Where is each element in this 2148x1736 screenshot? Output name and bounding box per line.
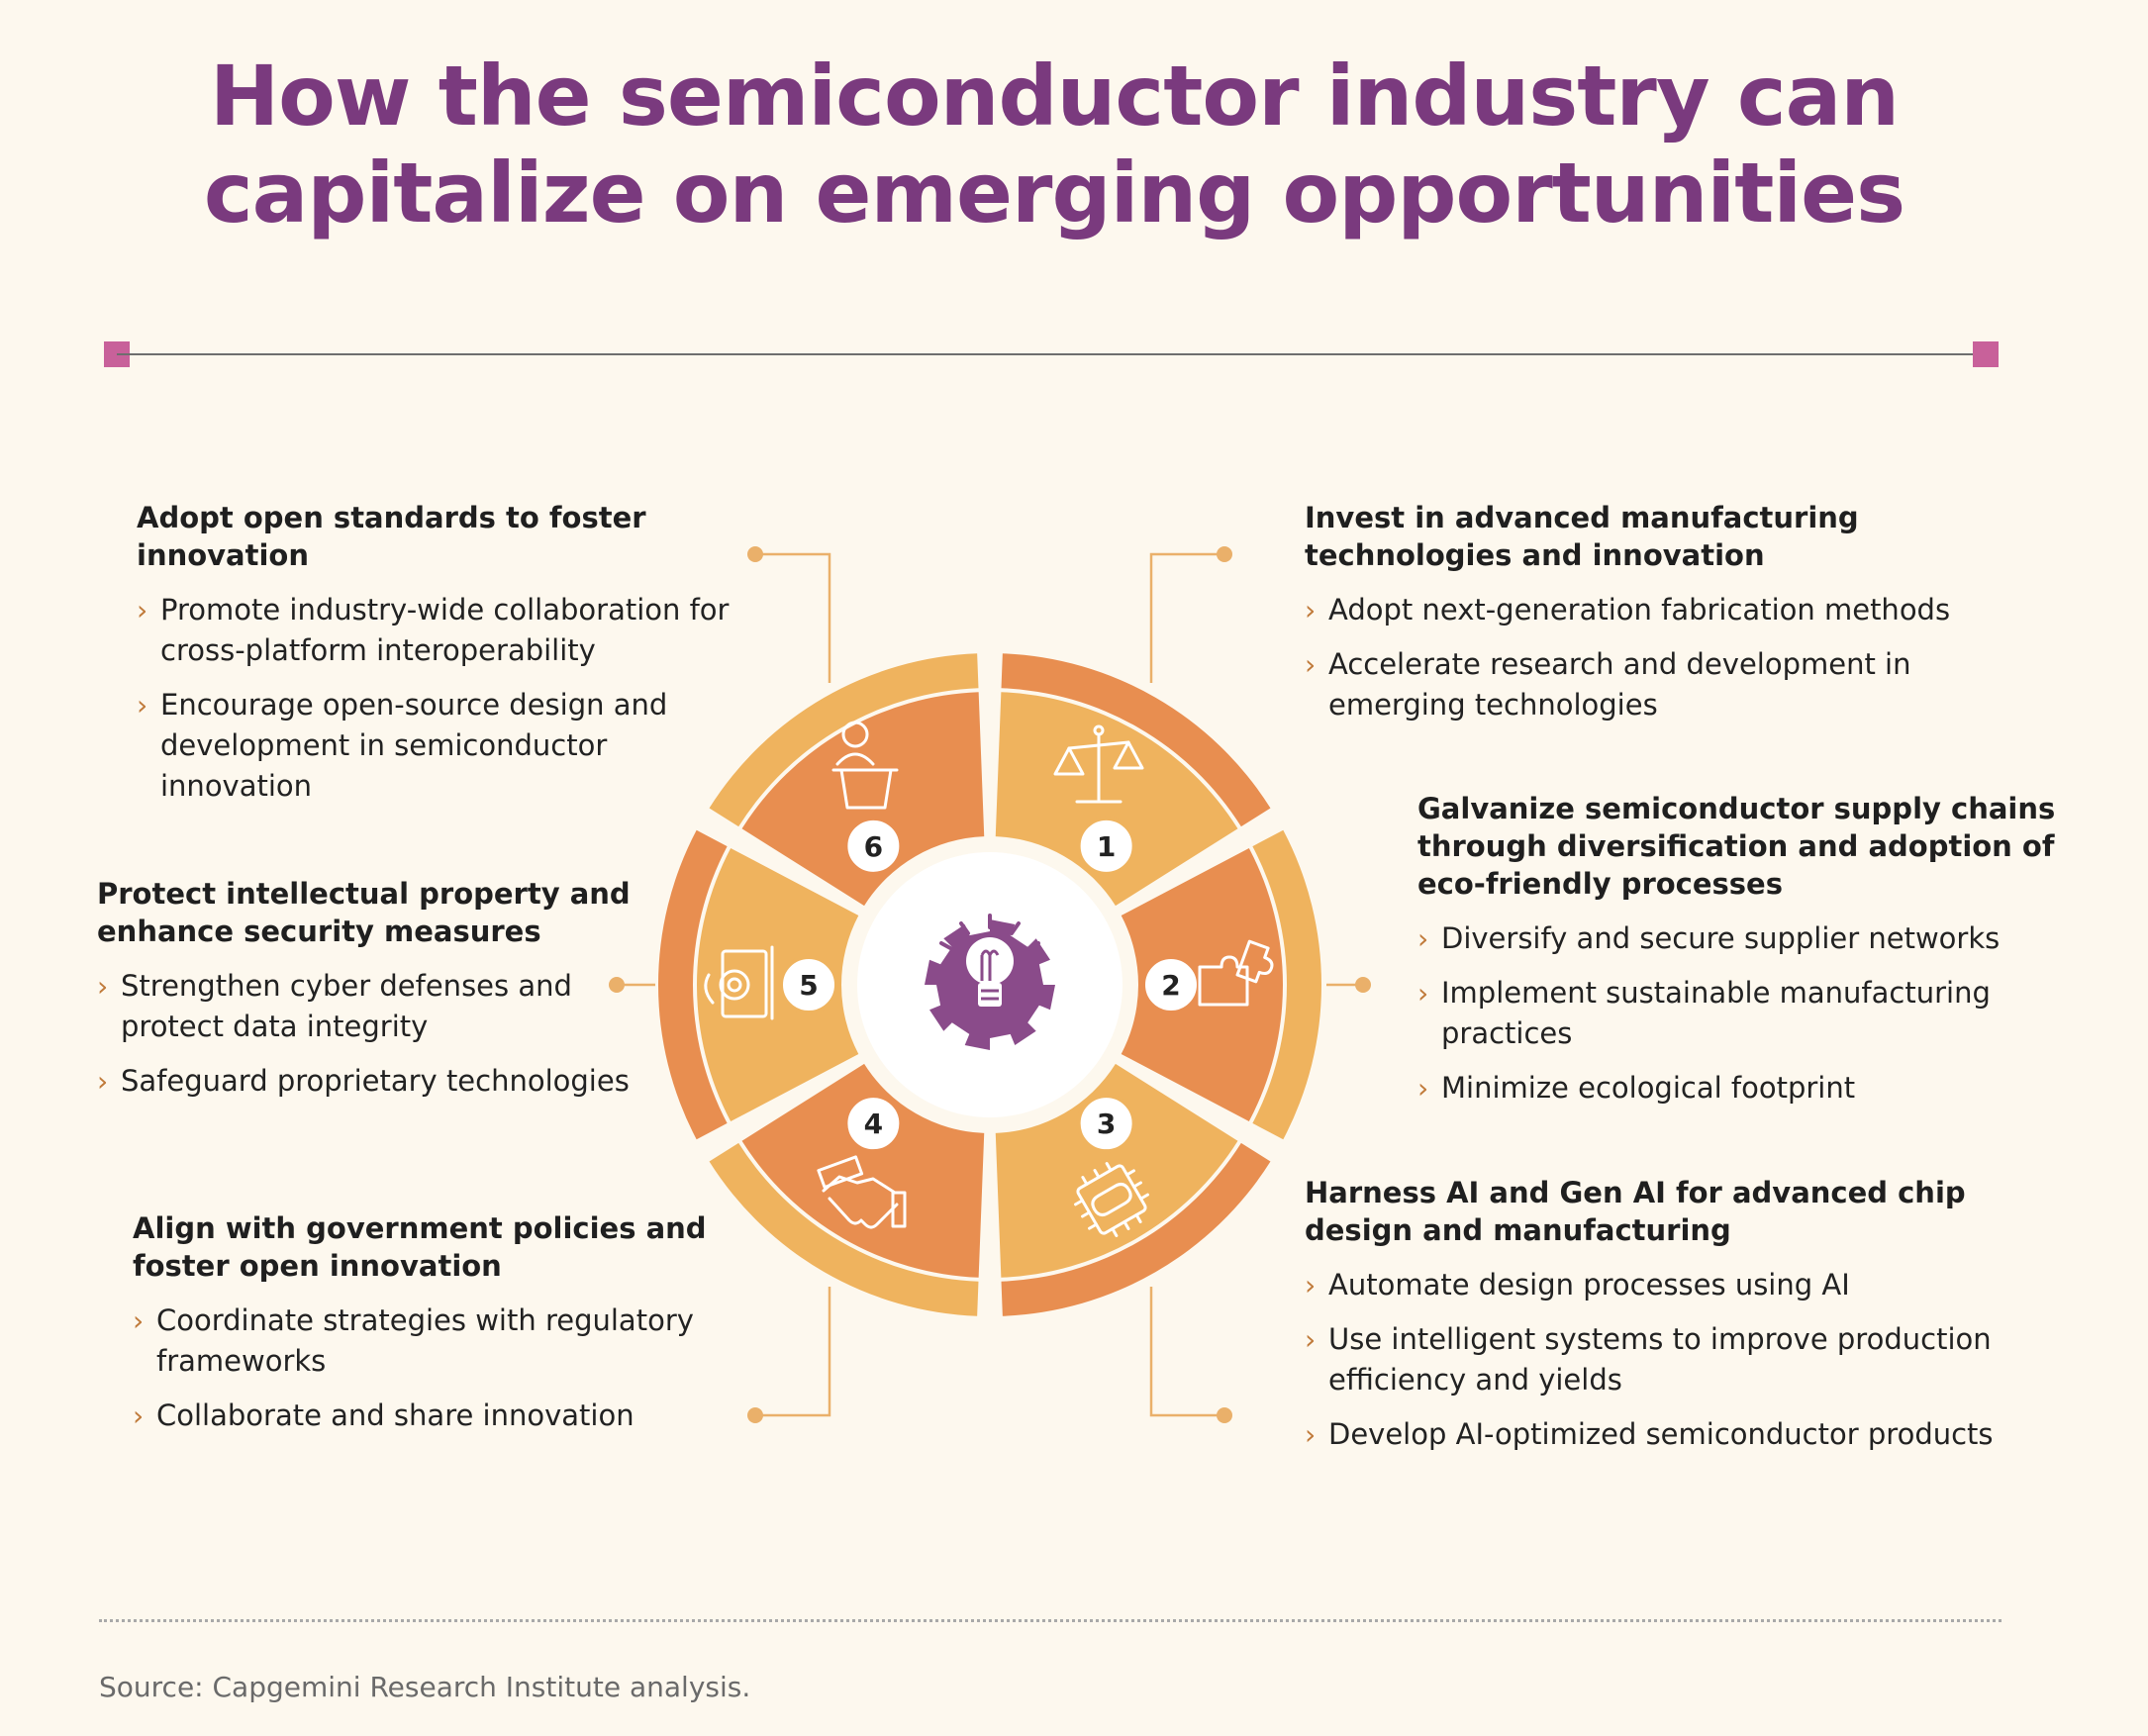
outer-segment-6 [709, 653, 979, 827]
block-4-title: Align with government policies and foste… [133, 1211, 707, 1283]
title-line-1: How the semiconductor industry can [209, 48, 1900, 145]
block-6-title: Adopt open standards to foster innovatio… [137, 501, 646, 572]
list-item: ›Automate design processes using AI [1305, 1265, 2067, 1305]
inner-segment-3 [995, 1063, 1238, 1278]
badge-circle-1 [1076, 816, 1136, 876]
connector-dot-1 [1217, 546, 1232, 562]
list-item: ›Collaborate and share innovation [133, 1396, 727, 1436]
list-item: ›Strengthen cyber defenses and protect d… [97, 966, 651, 1047]
puzzle-icon [1198, 939, 1274, 1007]
badge-number-1: 1 [1097, 830, 1116, 863]
block-6: Adopt open standards to foster innovatio… [137, 499, 750, 820]
chevron-right-icon: › [1417, 1072, 1429, 1105]
block-5-list: ›Strengthen cyber defenses and protect d… [97, 966, 651, 1102]
connector-dot-5 [609, 977, 625, 993]
handshake-icon [817, 1155, 907, 1229]
speaker-podium-icon [831, 721, 899, 810]
connector-3 [1149, 1287, 1224, 1417]
connector-dot-4 [747, 1407, 763, 1423]
rule-right-square [1973, 341, 1999, 367]
block-3-title: Harness AI and Gen AI for advanced chip … [1305, 1176, 1966, 1247]
badge-number-3: 3 [1097, 1108, 1116, 1140]
chevron-right-icon: › [97, 970, 109, 1003]
block-1: Invest in advanced manufacturing technol… [1305, 499, 2057, 739]
list-item: ›Use intelligent systems to improve prod… [1305, 1319, 2067, 1400]
block-3: Harness AI and Gen AI for advanced chip … [1305, 1174, 2067, 1469]
chevron-right-icon: › [133, 1399, 145, 1432]
badge-number-4: 4 [864, 1108, 883, 1140]
badge-number-5: 5 [799, 969, 818, 1002]
block-4-list: ›Coordinate strategies with regulatory f… [133, 1301, 727, 1436]
block-2-list: ›Diversify and secure supplier networks … [1417, 918, 2110, 1109]
source-note: Source: Capgemini Research Institute ana… [99, 1671, 751, 1703]
chevron-right-icon: › [1305, 1269, 1317, 1302]
list-item: ›Develop AI-optimized semiconductor prod… [1305, 1414, 2067, 1455]
list-item: ›Diversify and secure supplier networks [1417, 918, 2110, 959]
chevron-right-icon: › [137, 689, 148, 722]
badge-circle-5 [779, 955, 838, 1014]
chevron-right-icon: › [1417, 977, 1429, 1010]
list-item: ›Safeguard proprietary technologies [97, 1061, 651, 1102]
badge-circle-4 [843, 1094, 904, 1154]
outer-segment-1 [1001, 653, 1271, 827]
outer-segment-5 [658, 829, 728, 1140]
footer-divider [99, 1619, 2002, 1622]
outer-ring [658, 653, 1321, 1316]
block-5: Protect intellectual property and enhanc… [97, 875, 651, 1115]
list-item: ›Adopt next-generation fabrication metho… [1305, 590, 2057, 630]
connector-dot-6 [747, 546, 763, 562]
document-gear-icon [704, 945, 774, 1020]
block-2-title: Galvanize semiconductor supply chains th… [1417, 792, 2056, 901]
badge-number-2: 2 [1161, 969, 1180, 1002]
list-item: ›Coordinate strategies with regulatory f… [133, 1301, 727, 1382]
connector-4 [755, 1287, 831, 1417]
inner-segment-1 [995, 692, 1238, 907]
scales-icon [1053, 724, 1144, 804]
block-1-title: Invest in advanced manufacturing technol… [1305, 501, 1859, 572]
outer-segment-4 [709, 1142, 979, 1316]
chevron-right-icon: › [97, 1065, 109, 1098]
title-line-2: capitalize on emerging opportunities [203, 145, 1905, 241]
chevron-right-icon: › [1305, 648, 1317, 681]
block-4: Align with government policies and foste… [133, 1209, 727, 1450]
title-divider [117, 353, 1986, 355]
connector-dot-3 [1217, 1407, 1232, 1423]
chevron-right-icon: › [137, 594, 148, 627]
ai-chip-icon [1074, 1162, 1149, 1237]
chevron-right-icon: › [1417, 922, 1429, 955]
lightbulb-gear-icon [925, 914, 1055, 1050]
outer-segment-3 [1001, 1142, 1271, 1316]
chevron-right-icon: › [133, 1304, 145, 1337]
inner-ring [696, 692, 1283, 1278]
block-3-list: ›Automate design processes using AI ›Use… [1305, 1265, 2067, 1455]
list-item: ›Accelerate research and development in … [1305, 644, 2057, 725]
connector-dots [609, 546, 1371, 1423]
inner-segment-2 [1121, 847, 1283, 1122]
badge-circle-3 [1076, 1094, 1136, 1154]
inner-segment-4 [741, 1063, 985, 1278]
list-item: ›Implement sustainable manufacturing pra… [1417, 973, 2110, 1054]
block-5-title: Protect intellectual property and enhanc… [97, 877, 631, 948]
connector-dot-2 [1355, 977, 1371, 993]
inner-segment-5 [696, 847, 859, 1122]
list-item: ›Minimize ecological footprint [1417, 1068, 2110, 1109]
chevron-right-icon: › [1305, 1323, 1317, 1356]
page-title: How the semiconductor industry can capit… [0, 48, 2108, 241]
chevron-right-icon: › [1305, 594, 1317, 627]
chevron-right-icon: › [1305, 1418, 1317, 1451]
badge-number-6: 6 [864, 830, 883, 863]
block-1-list: ›Adopt next-generation fabrication metho… [1305, 590, 2057, 725]
number-badges: 1 2 3 4 5 6 [779, 816, 1201, 1154]
connector-6 [755, 552, 831, 683]
block-2: Galvanize semiconductor supply chains th… [1417, 790, 2110, 1122]
block-6-list: ›Promote industry-wide collaboration for… [137, 590, 750, 807]
connector-1 [1149, 552, 1224, 683]
inner-segment-6 [741, 692, 985, 907]
outer-segment-2 [1252, 829, 1321, 1140]
list-item: ›Promote industry-wide collaboration for… [137, 590, 750, 671]
list-item: ›Encourage open-source design and develo… [137, 685, 750, 807]
badge-circle-6 [843, 816, 904, 876]
